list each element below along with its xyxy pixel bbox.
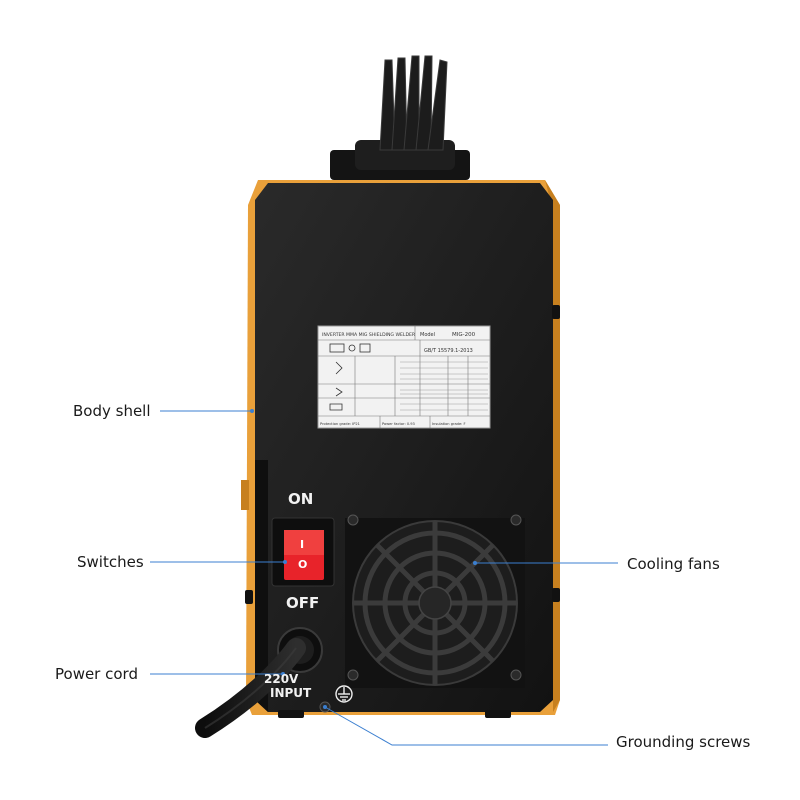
nameplate-title: INVERTER MMA MIG SHIELDING WELDER bbox=[322, 332, 416, 338]
nameplate-protection: Protection grade: IP21 bbox=[320, 422, 360, 426]
nameplate-standard: GB/T 15579.1-2013 bbox=[424, 348, 473, 354]
callout-power-cord: Power cord bbox=[55, 665, 138, 683]
callout-dots bbox=[250, 409, 477, 709]
switch-off-mark: O bbox=[298, 558, 308, 571]
nameplate-insulation: Insulation grade: F bbox=[432, 422, 466, 426]
off-label: OFF bbox=[286, 594, 320, 612]
on-label: ON bbox=[288, 490, 314, 508]
ground-symbol-icon bbox=[335, 685, 353, 703]
voltage-label: 220V bbox=[264, 672, 299, 686]
nameplate-model-label: Model bbox=[420, 332, 435, 338]
top-handle bbox=[330, 55, 470, 180]
callout-cooling-fans: Cooling fans bbox=[627, 555, 720, 573]
callout-lines bbox=[150, 410, 618, 746]
callout-switches: Switches bbox=[77, 553, 144, 571]
panel-screws bbox=[319, 514, 522, 713]
nameplate-model: MIG-200 bbox=[452, 332, 476, 338]
callout-body-shell: Body shell bbox=[73, 402, 151, 420]
nameplate: INVERTER MMA MIG SHIELDING WELDER Model … bbox=[317, 325, 491, 429]
cooling-fan bbox=[345, 518, 525, 688]
power-cord bbox=[195, 627, 323, 738]
power-switch[interactable] bbox=[271, 517, 335, 587]
nameplate-power-factor: Power factor: 0.93 bbox=[382, 422, 415, 426]
callout-grounding-screws: Grounding screws bbox=[616, 733, 751, 751]
input-label: INPUT bbox=[270, 686, 312, 700]
side-bumpers bbox=[245, 305, 560, 604]
switch-on-mark: I bbox=[300, 538, 305, 551]
feet bbox=[278, 710, 511, 718]
nameplate-symbols-icon bbox=[329, 343, 371, 411]
